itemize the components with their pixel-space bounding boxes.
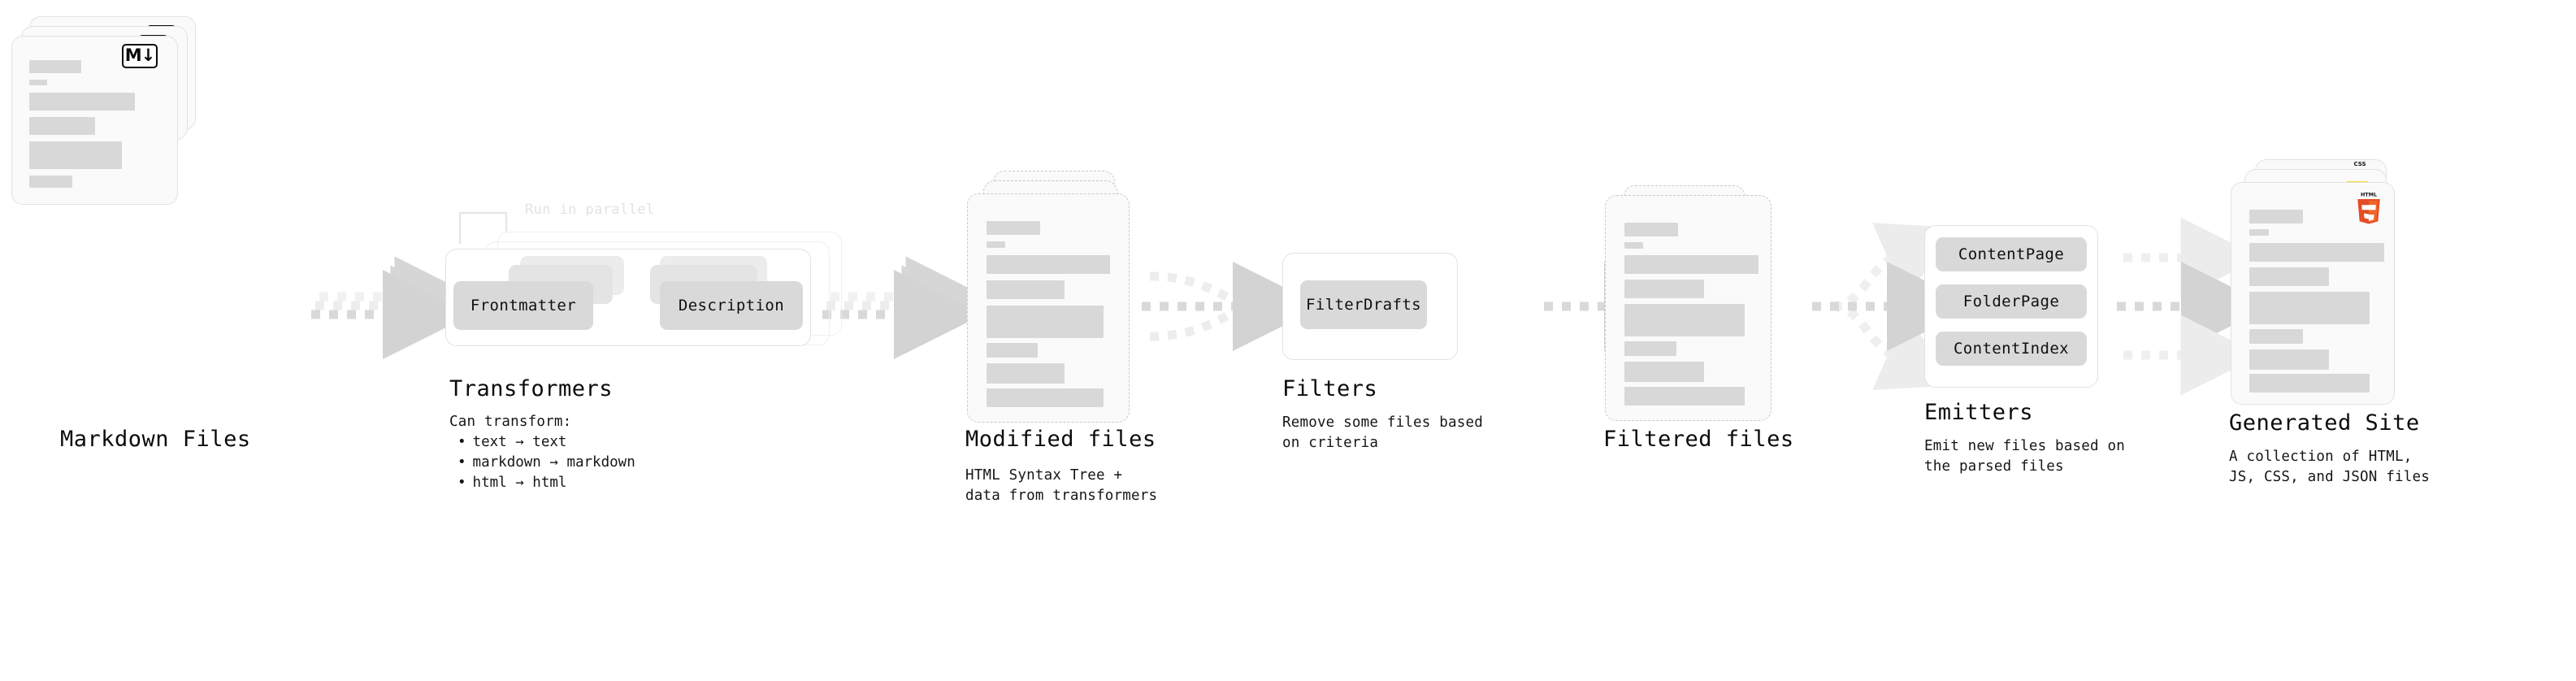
chip-label: Frontmatter — [470, 297, 577, 314]
transformers-chip-frontmatter[interactable]: Frontmatter — [453, 281, 593, 330]
transformers-chip-description[interactable]: Description — [660, 281, 803, 330]
filters-description: Remove some files based on criteria — [1282, 414, 1483, 451]
generated-site-description: A collection of HTML, JS, CSS, and JSON … — [2229, 449, 2430, 485]
markdown-files-title: Markdown Files — [60, 427, 251, 452]
filtered-files-title: Filtered files — [1603, 427, 1794, 452]
filters-title: Filters — [1282, 376, 1378, 401]
modified-files-title: Modified files — [965, 427, 1156, 452]
chip-label: ContentIndex — [1953, 340, 2070, 358]
transformers-bullets: •text → text •markdown → markdown •html … — [458, 432, 635, 493]
emitters-chip-contentpage[interactable]: ContentPage — [1936, 237, 2087, 271]
emitters-chip-contentindex[interactable]: ContentIndex — [1936, 332, 2087, 366]
html5-icon: HTML — [2357, 191, 2380, 224]
transformers-title: Transformers — [449, 376, 614, 401]
chip-label: ContentPage — [1958, 245, 2065, 263]
svg-text:HTML: HTML — [2361, 191, 2377, 197]
modified-files-description: HTML Syntax Tree + data from transformer… — [965, 467, 1158, 504]
arrow-modified-to-filters — [1142, 262, 1322, 351]
filters-chip-filterdrafts[interactable]: FilterDrafts — [1300, 280, 1427, 329]
chip-label: FilterDrafts — [1305, 296, 1422, 314]
chip-label: Description — [678, 297, 785, 314]
emitters-description: Emit new files based on the parsed files — [1924, 438, 2125, 475]
arrow-markdown-to-transformers — [311, 256, 475, 359]
emitters-title: Emitters — [1924, 400, 2034, 425]
transformers-bullet-0: •text → text — [458, 434, 567, 450]
arrow-filtered-to-emitters — [1812, 223, 1976, 390]
arrow-emitters-to-site — [2117, 217, 2270, 396]
markdown-icon: M↓ — [122, 44, 158, 68]
chip-label: FolderPage — [1962, 293, 2060, 310]
run-in-parallel-label: Run in parallel — [525, 202, 655, 218]
transformers-bullet-2: •html → html — [458, 475, 567, 491]
generated-site-title: Generated Site — [2229, 410, 2420, 436]
transformers-description-lead: Can transform: — [449, 414, 572, 430]
emitters-chip-folderpage[interactable]: FolderPage — [1936, 284, 2087, 319]
transformers-bullet-1: •markdown → markdown — [458, 454, 635, 471]
